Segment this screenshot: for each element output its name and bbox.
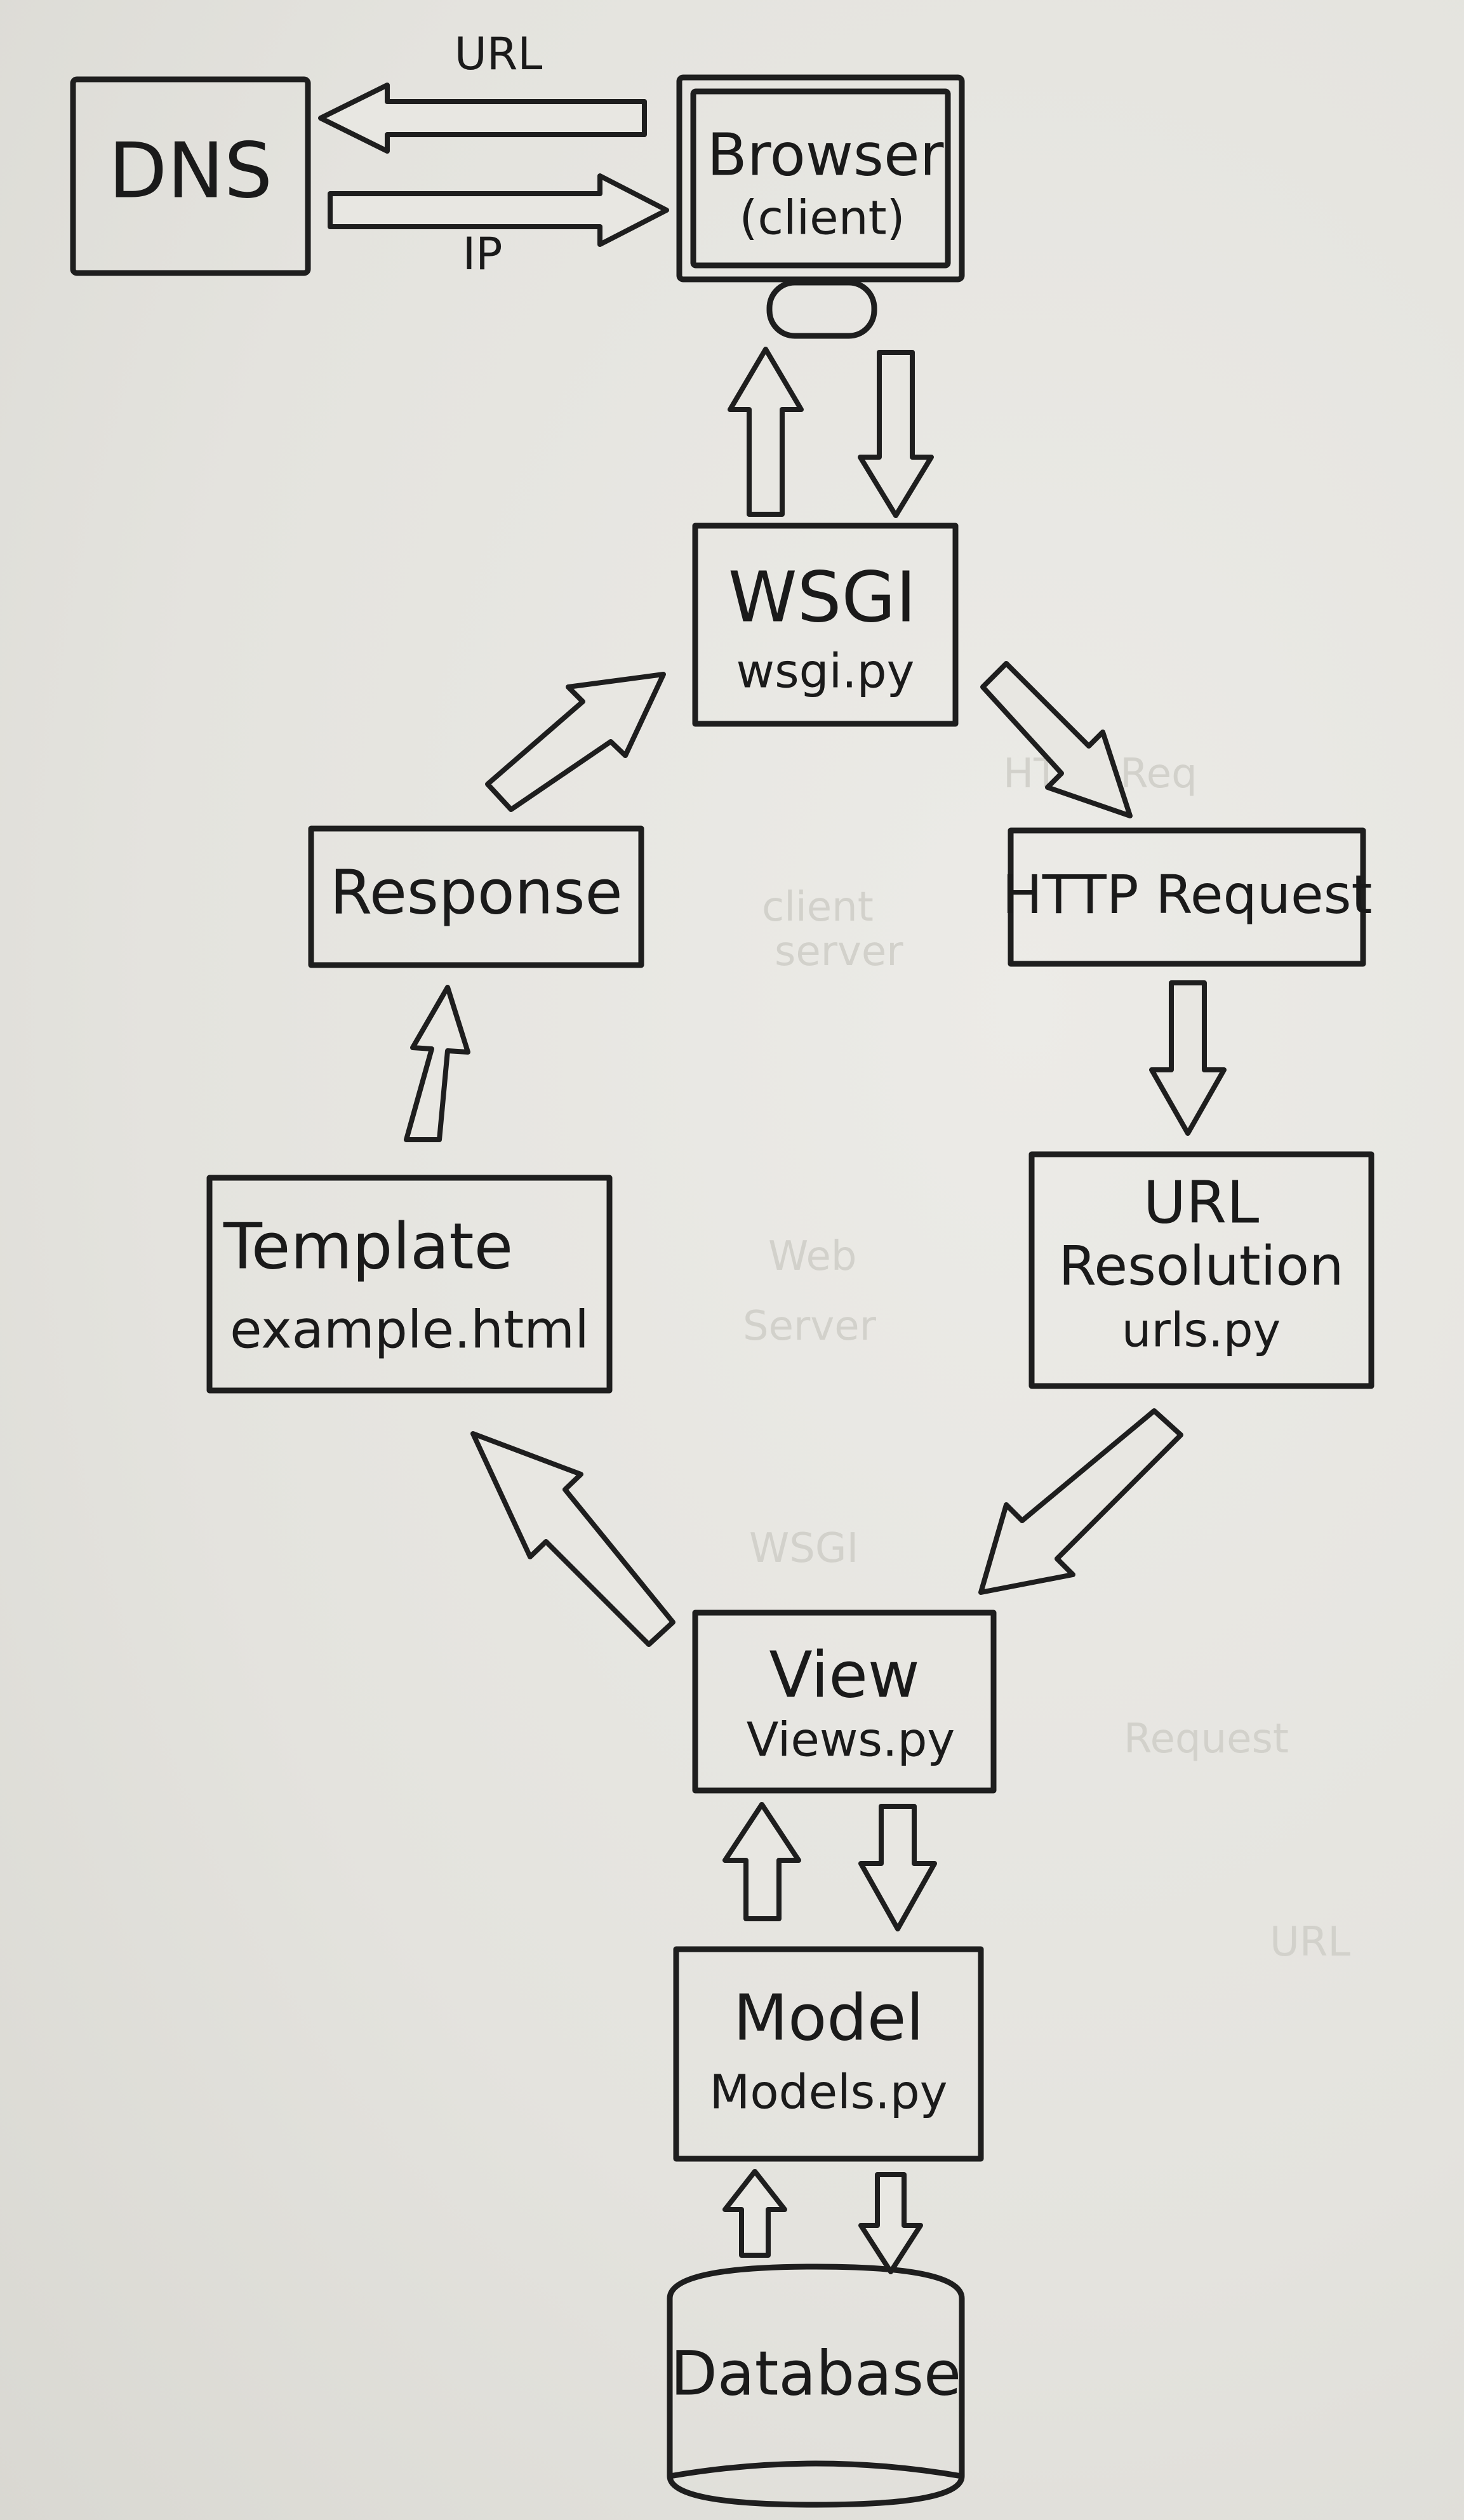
svg-text:Web: Web (768, 1233, 857, 1280)
paper-ghost-marks: HTTP Req client server Web Server WSGI R… (743, 750, 1350, 1966)
response-label: Response (329, 857, 622, 928)
response-box (308, 825, 644, 968)
dns-label: DNS (109, 128, 272, 216)
node-dns: DNS (70, 76, 311, 276)
url-label: URL (1143, 1168, 1260, 1236)
model-label: Model (733, 1980, 924, 2055)
svg-text:Request: Request (1124, 1716, 1289, 1763)
node-response: Response (308, 825, 644, 968)
svg-text:Server: Server (743, 1303, 877, 1350)
template-box (206, 1175, 613, 1394)
database-cylinder-rim (669, 2460, 962, 2479)
arrow-template-to-response-icon (404, 985, 470, 1142)
dns-box (70, 76, 311, 276)
http-request-label: HTTP Request (1002, 863, 1373, 926)
node-model: Model Models.py (673, 1946, 984, 2162)
arrow-up-wsgi-to-browser-icon (728, 347, 804, 517)
browser-sublabel: (client) (740, 191, 905, 246)
url-resolution-label: Resolution (1058, 1234, 1343, 1298)
browser-monitor-outer (676, 74, 965, 283)
browser-monitor-inner (690, 88, 951, 269)
model-box (673, 1946, 984, 2162)
wsgi-box (692, 523, 959, 727)
edge-dns-to-browser: IP (328, 173, 669, 280)
edge-browser-to-dns: URL (318, 28, 647, 154)
node-template: Template example.html (206, 1175, 613, 1394)
node-url-resolution: URL Resolution urls.py (1028, 1151, 1374, 1389)
svg-text:WSGI: WSGI (749, 1525, 858, 1572)
node-database: Database (667, 2263, 965, 2508)
svg-text:client: client (762, 884, 874, 931)
arrow-http-to-url-icon (1149, 980, 1227, 1136)
browser-label: Browser (707, 121, 944, 189)
node-wsgi: WSGI wsgi.py (692, 523, 959, 727)
arrow-left-icon (318, 83, 647, 154)
node-browser: Browser (client) (676, 74, 965, 339)
svg-text:URL: URL (1270, 1919, 1350, 1966)
wsgi-sublabel: wsgi.py (736, 644, 915, 699)
edge-url-label: URL (455, 28, 543, 80)
arrow-down-view-to-model-icon (858, 1804, 937, 1931)
arrow-up-model-to-view-icon (722, 1802, 801, 1921)
arrow-right-icon (328, 173, 669, 247)
wsgi-label: WSGI (728, 556, 916, 637)
url-sublabel: urls.py (1122, 1303, 1281, 1358)
template-sublabel: example.html (230, 1300, 589, 1360)
database-label: Database (670, 2338, 961, 2409)
arrow-view-to-template-icon (470, 1431, 675, 1647)
model-sublabel: Models.py (709, 2065, 947, 2120)
arrow-response-to-wsgi-icon (485, 672, 666, 812)
url-resolution-box (1028, 1151, 1374, 1389)
node-view: View Views.py (692, 1610, 997, 1794)
edge-ip-label: IP (463, 228, 503, 280)
arrow-wsgi-to-http-icon (980, 661, 1133, 818)
view-box (692, 1610, 997, 1794)
monitor-stand-icon (766, 279, 877, 339)
arrow-up-database-to-model-icon (722, 2169, 787, 2258)
node-http-request: HTTP Request (1002, 827, 1373, 967)
view-sublabel: Views.py (747, 1713, 955, 1768)
view-label: View (769, 1637, 919, 1712)
http-request-box (1008, 827, 1366, 967)
arrow-url-to-view-icon (978, 1408, 1183, 1595)
arrow-down-browser-to-wsgi-icon (858, 350, 934, 518)
arrow-down-model-to-database-icon (858, 2172, 923, 2274)
template-label: Template (223, 1209, 513, 1283)
svg-text:server: server (775, 928, 903, 975)
